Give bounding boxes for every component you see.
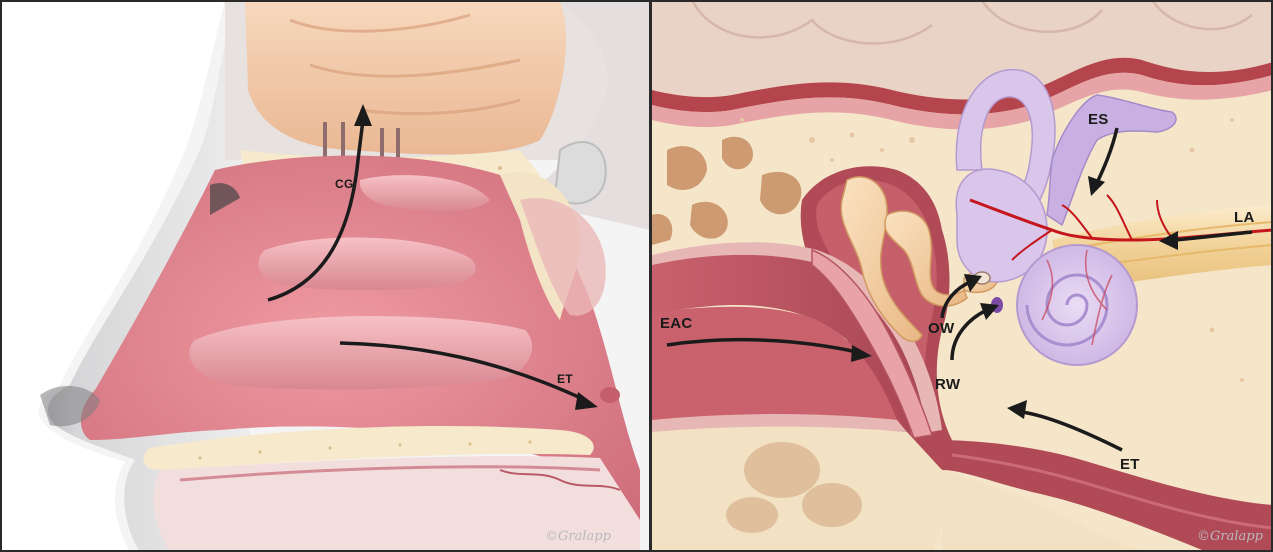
label-et-left: ET: [557, 372, 573, 386]
ear-illustration: ES LA EAC OW RW ET ©Gralapp: [652, 0, 1273, 552]
brain: [245, 0, 566, 154]
nasal-cavity-illustration: CG ET ©Gralapp: [0, 0, 650, 552]
eustachian-tube-opening: [600, 387, 620, 403]
label-et-right: ET: [1120, 456, 1140, 473]
copyright-left: ©Gralapp: [545, 529, 612, 544]
inferior-turbinate: [189, 316, 532, 390]
nasal-cavity-panel: CG ET ©Gralapp: [0, 0, 650, 552]
label-es: ES: [1088, 111, 1109, 128]
cochlea: [1017, 245, 1137, 365]
copyright-right: ©Gralapp: [1197, 529, 1264, 544]
label-ow: OW: [928, 320, 955, 337]
label-cg: CG: [335, 177, 354, 191]
label-la: LA: [1234, 209, 1255, 226]
label-eac: EAC: [660, 315, 693, 332]
ear-panel: ES LA EAC OW RW ET ©Gralapp: [652, 0, 1273, 552]
label-rw: RW: [935, 376, 961, 393]
